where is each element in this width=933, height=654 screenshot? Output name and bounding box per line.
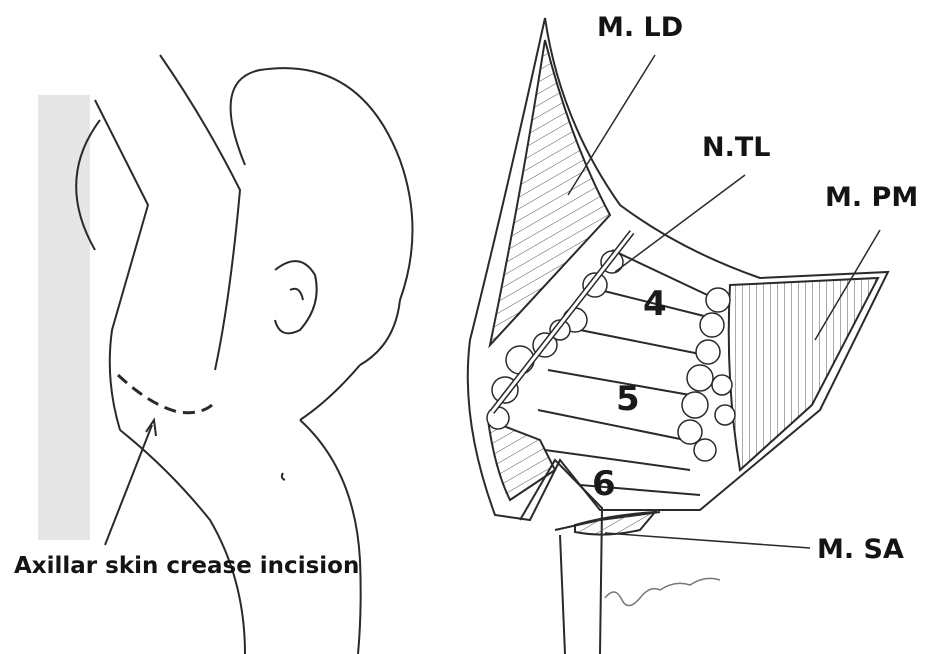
head-outline [231, 68, 413, 365]
chin-outline [300, 365, 360, 420]
incision-caption: Axillar skin crease incision [14, 555, 359, 578]
label-m-pm: M. PM [825, 184, 918, 211]
ear-outline [275, 261, 317, 333]
rib-number-5: 5 [616, 382, 640, 416]
serratus-anterior-muscle [575, 512, 655, 535]
label-n-tl: N.TL [702, 134, 770, 161]
torso-left-outline [120, 430, 245, 654]
leader-m-ld [568, 55, 655, 195]
background-shading [38, 95, 90, 540]
rib-number-6: 6 [592, 467, 616, 501]
rib-number-4: 4 [643, 287, 667, 321]
incision-line [118, 375, 212, 413]
torso-right-outline [300, 420, 361, 654]
nipple-mark [282, 473, 285, 480]
artist-signature [605, 578, 720, 605]
arm-outline [95, 100, 148, 430]
retractor-right-edge [560, 535, 565, 654]
incision-arrow-line [105, 425, 152, 545]
ear-detail [290, 289, 303, 300]
arm-inner-outline [160, 55, 240, 370]
pectoralis-major-muscle [729, 278, 878, 470]
leader-m-sa [605, 533, 810, 548]
label-m-ld: M. LD [597, 14, 683, 41]
label-m-sa: M. SA [817, 536, 904, 563]
